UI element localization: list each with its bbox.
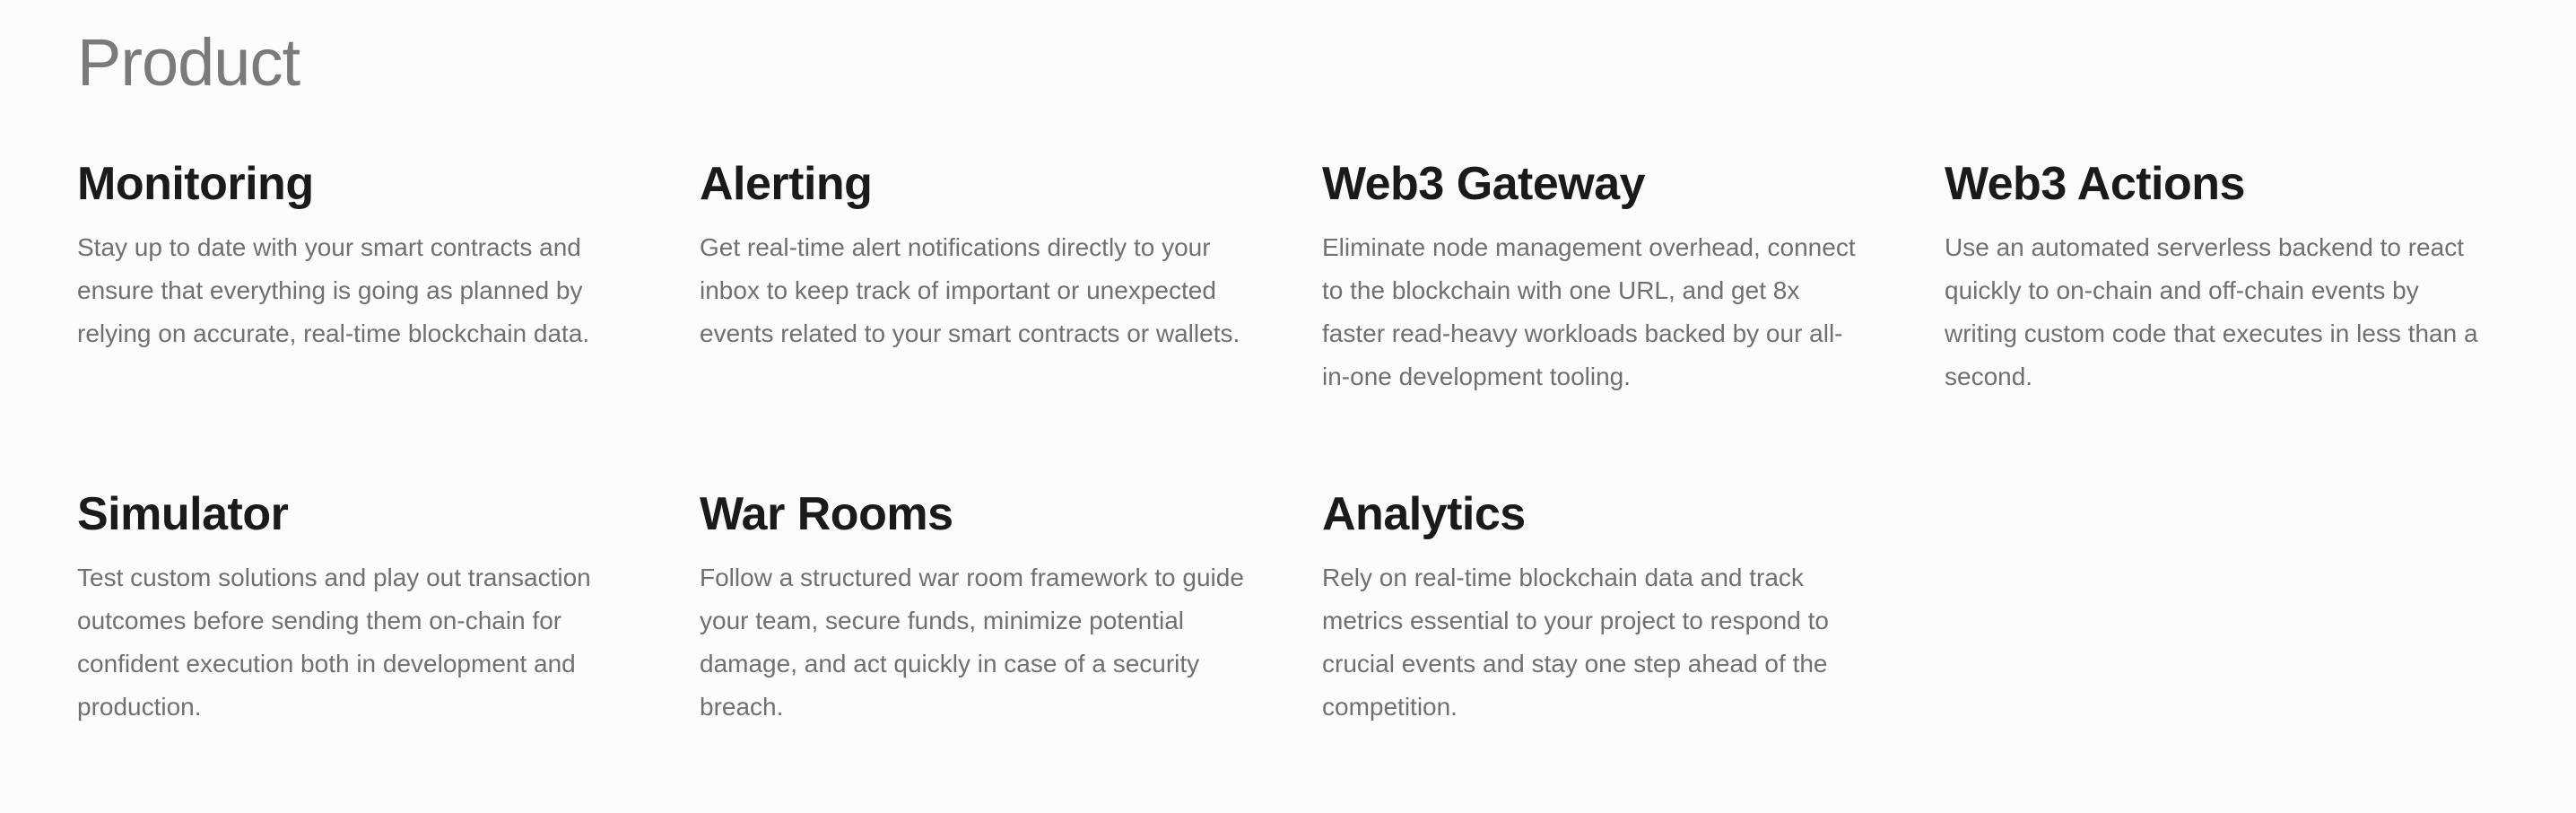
product-description: Stay up to date with your smart contract… [77, 233, 590, 347]
product-grid: Monitoring Stay up to date with your sma… [77, 153, 2567, 813]
product-description: Use an automated serverless backend to r… [1945, 233, 2478, 390]
product-card-web3-actions[interactable]: Web3 Actions Use an automated serverless… [1945, 153, 2567, 483]
product-title: Simulator [77, 488, 289, 540]
product-card-war-rooms[interactable]: War Rooms Follow a structured war room f… [700, 483, 1322, 813]
product-title: Analytics [1322, 488, 1526, 540]
product-card-web3-gateway[interactable]: Web3 Gateway Eliminate node management o… [1322, 153, 1945, 483]
product-title: Web3 Gateway [1322, 158, 1646, 210]
section-title: Product [77, 25, 300, 100]
product-card-simulator[interactable]: Simulator Test custom solutions and play… [77, 483, 700, 813]
product-description: Eliminate node management overhead, conn… [1322, 233, 1856, 390]
product-section: Product Monitoring Stay up to date with … [77, 0, 2499, 768]
product-card-monitoring[interactable]: Monitoring Stay up to date with your sma… [77, 153, 700, 483]
product-title: Monitoring [77, 158, 314, 210]
product-title: Web3 Actions [1945, 158, 2245, 210]
product-card-analytics[interactable]: Analytics Rely on real-time blockchain d… [1322, 483, 1945, 813]
product-description: Rely on real-time blockchain data and tr… [1322, 564, 1829, 721]
product-description: Get real-time alert notifications direct… [700, 233, 1240, 347]
product-title: Alerting [700, 158, 873, 210]
product-card-alerting[interactable]: Alerting Get real-time alert notificatio… [700, 153, 1322, 483]
product-description: Follow a structured war room framework t… [700, 564, 1244, 721]
product-title: War Rooms [700, 488, 953, 540]
product-description: Test custom solutions and play out trans… [77, 564, 591, 721]
